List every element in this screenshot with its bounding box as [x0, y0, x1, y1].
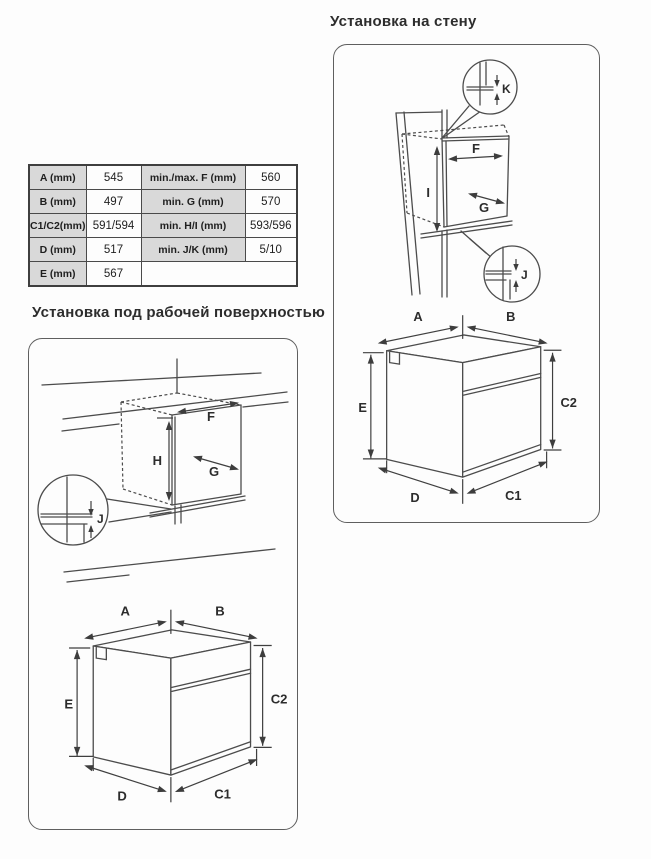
dim-value: 5/10	[244, 237, 298, 262]
table-row: D (mm) 517 min. J/K (mm) 5/10	[28, 237, 298, 262]
dim-label-d: D	[117, 788, 126, 803]
dim-label-k: K	[502, 82, 511, 96]
dim-label: min. G (mm)	[140, 189, 246, 214]
dim-label-i: I	[426, 185, 430, 200]
dim-value: 545	[85, 164, 142, 190]
empty-cell	[140, 261, 298, 287]
dim-label-f: F	[472, 141, 480, 156]
dim-value: 570	[244, 189, 298, 214]
dim-label-h: H	[153, 453, 162, 468]
dim-label-j: J	[521, 268, 528, 282]
table-row: B (mm) 497 min. G (mm) 570	[28, 189, 298, 214]
dim-label-g: G	[209, 464, 219, 479]
wall-niche-diagram: I F G K	[395, 59, 541, 303]
dim-value: 593/596	[244, 213, 298, 238]
dim-label-e: E	[358, 400, 367, 415]
dim-label-f: F	[207, 409, 215, 424]
dim-label: A (mm)	[28, 164, 87, 190]
section-title-wall: Установка на стену	[330, 13, 477, 30]
dim-label: min./max. F (mm)	[140, 164, 246, 190]
dim-value: 567	[85, 261, 142, 287]
table-row: A (mm) 545 min./max. F (mm) 560	[28, 164, 298, 190]
dim-label-a: A	[413, 309, 422, 324]
dim-label-g: G	[479, 200, 489, 215]
worktop-niche-diagram: H F G J	[37, 358, 289, 583]
dim-label-e: E	[64, 697, 73, 712]
dim-label-j: J	[97, 512, 104, 526]
dim-label: E (mm)	[28, 261, 87, 287]
dim-label-c2: C2	[560, 395, 576, 410]
wall-installation-panel: I F G K	[333, 44, 600, 523]
dim-label-a: A	[120, 604, 130, 619]
dim-label-d: D	[410, 490, 419, 505]
dimensions-table: A (mm) 545 min./max. F (mm) 560 B (mm) 4…	[28, 164, 298, 287]
dim-value: 517	[85, 237, 142, 262]
dim-value: 591/594	[85, 213, 142, 238]
oven-dimensions-diagram: A B E C2 D C1	[358, 309, 577, 505]
dim-label-b: B	[215, 604, 224, 619]
dim-label: min. H/I (mm)	[140, 213, 246, 238]
dim-label: B (mm)	[28, 189, 87, 214]
worktop-installation-panel: H F G J	[28, 338, 298, 830]
table-row: E (mm) 567	[28, 261, 298, 287]
dim-label-b: B	[506, 309, 515, 324]
section-title-worktop: Установка под рабочей поверхностью	[32, 304, 326, 321]
dim-label: D (mm)	[28, 237, 87, 262]
detail-circle-j	[483, 245, 541, 303]
dim-label-c2: C2	[271, 691, 288, 706]
dim-label: min. J/K (mm)	[140, 237, 246, 262]
oven-dimensions-diagram: A B E C2 D	[64, 604, 288, 804]
dim-label-c1: C1	[505, 488, 521, 503]
dim-label-c1: C1	[214, 786, 231, 801]
table-row: C1/C2(mm) 591/594 min. H/I (mm) 593/596	[28, 213, 298, 238]
dim-value: 497	[85, 189, 142, 214]
dim-value: 560	[244, 164, 298, 190]
detail-circle-j	[37, 474, 109, 546]
dim-label: C1/C2(mm)	[28, 213, 87, 238]
